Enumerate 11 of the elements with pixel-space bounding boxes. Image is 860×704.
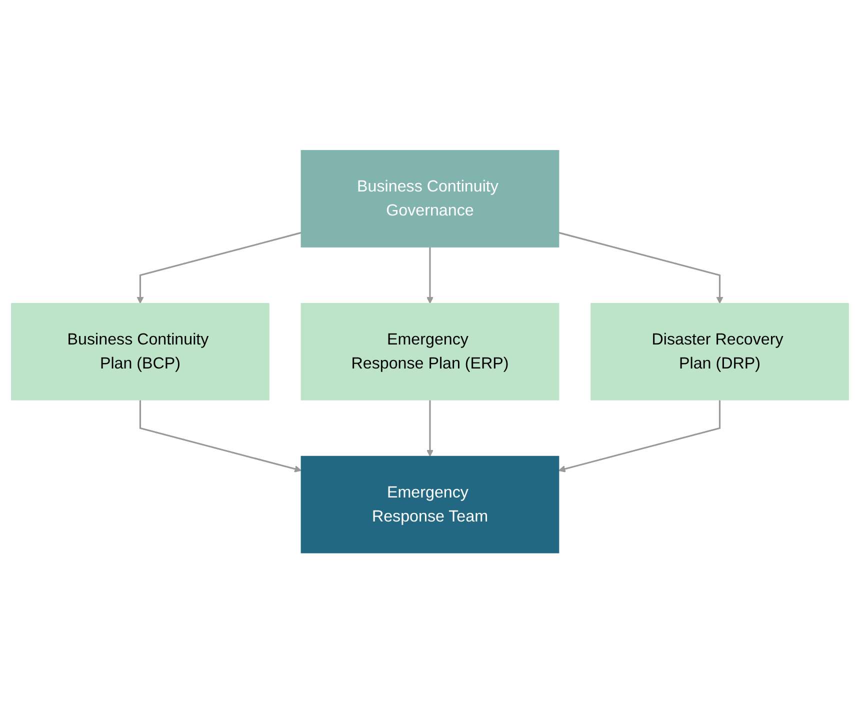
node-box: Business Continuity Governance: [300, 150, 560, 248]
node-box: Emergency Response Team: [300, 456, 560, 554]
arrow: [558, 400, 721, 473]
node-box: Business Continuity Plan (BCP): [11, 303, 270, 401]
node-box: Emergency Response Plan (ERP): [300, 303, 560, 401]
arrow: [136, 232, 302, 304]
arrow: [426, 247, 434, 304]
arrow: [426, 400, 434, 457]
arrow: [139, 400, 302, 473]
arrow: [558, 232, 724, 304]
node-box: Disaster Recovery Plan (DRP): [590, 303, 849, 401]
